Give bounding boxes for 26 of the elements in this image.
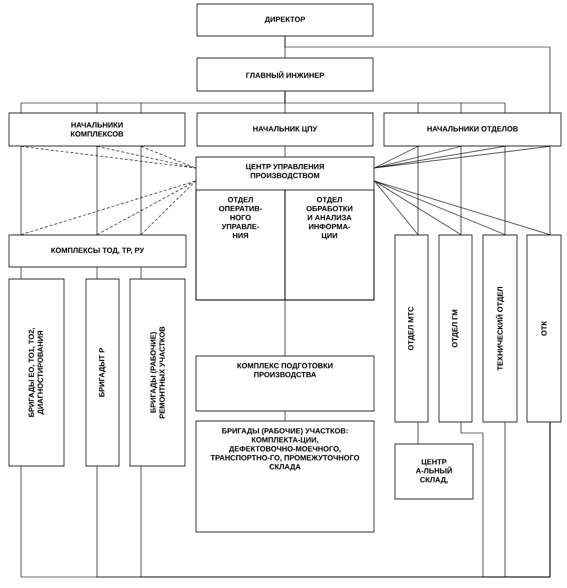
connector-line xyxy=(374,146,418,168)
connector-line xyxy=(140,267,142,279)
connector-line xyxy=(374,180,418,235)
connector-line xyxy=(504,422,550,578)
connector-line xyxy=(20,146,142,235)
connector-line xyxy=(284,146,286,157)
connector-line xyxy=(374,146,462,168)
connector-line xyxy=(374,180,506,235)
connector-line xyxy=(284,300,286,356)
dashed-line xyxy=(20,180,196,235)
connector-line xyxy=(96,267,98,279)
connector-line xyxy=(374,180,550,235)
dashed-line xyxy=(140,146,196,168)
connector-line xyxy=(374,146,550,168)
connector-line xyxy=(284,411,286,421)
dashed-line xyxy=(96,180,196,235)
dashed-line xyxy=(96,146,196,168)
connector-line xyxy=(374,180,462,235)
connector-line xyxy=(284,91,506,113)
dashed-line xyxy=(140,180,196,235)
connector-line xyxy=(20,267,22,279)
connector-line xyxy=(284,36,550,113)
connector-line xyxy=(460,146,462,235)
connector-line xyxy=(504,146,506,235)
connector-line xyxy=(374,146,506,168)
dashed-line xyxy=(20,146,196,168)
